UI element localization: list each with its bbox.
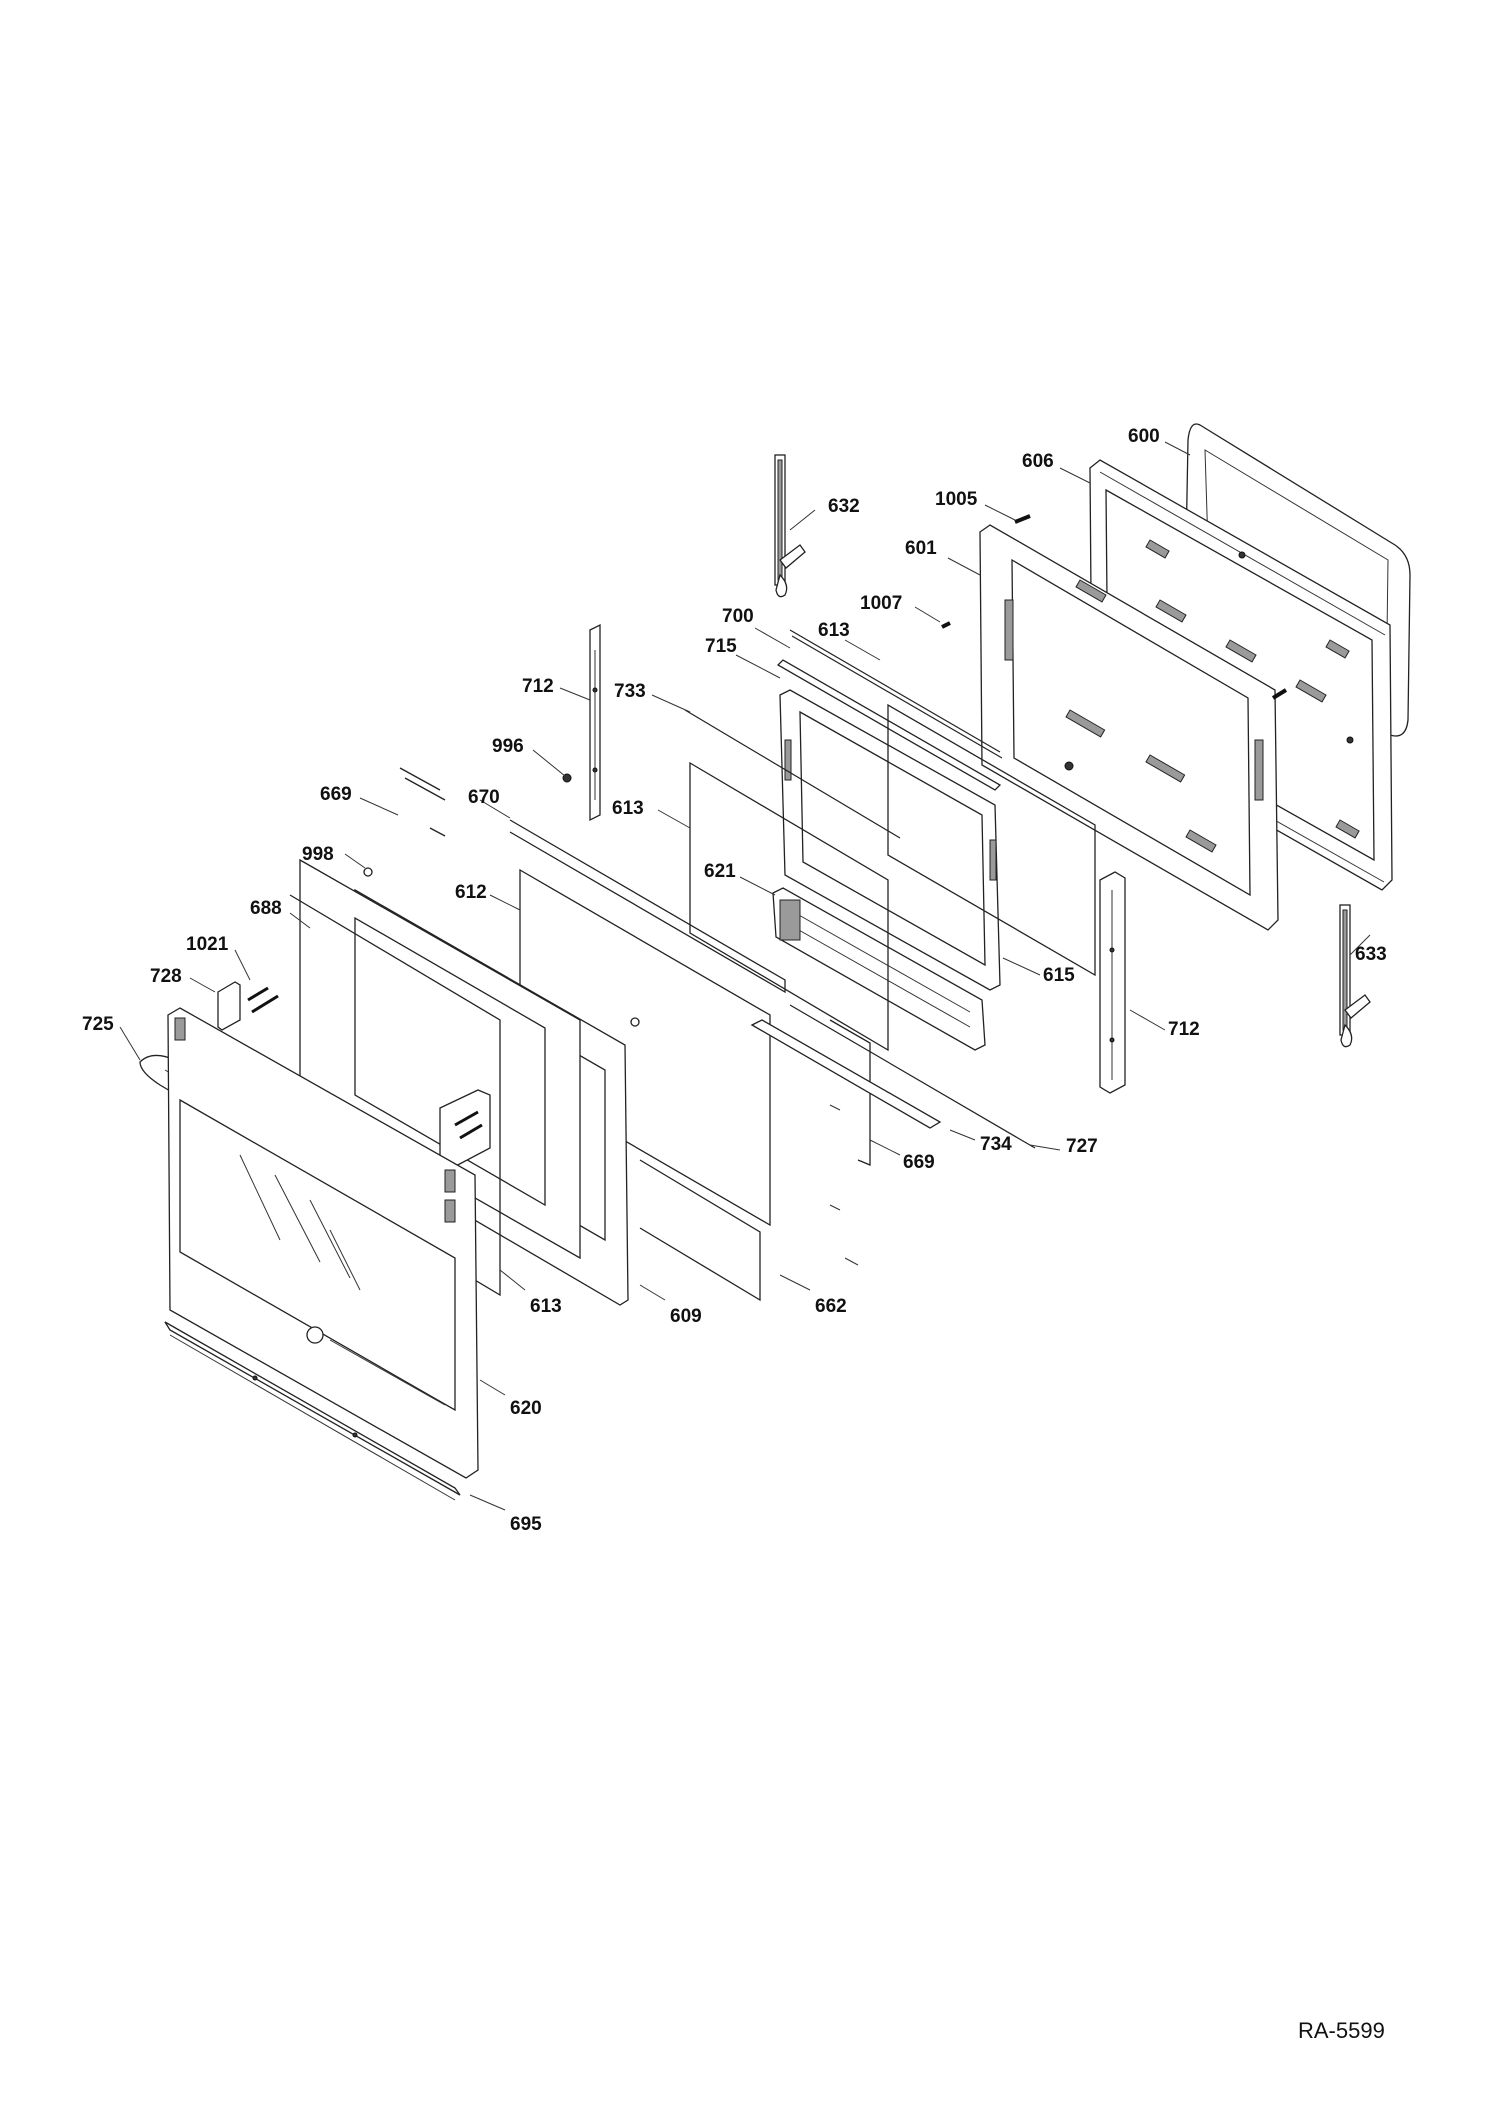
part-1005-screw xyxy=(1014,514,1031,524)
callout-998: 998 xyxy=(302,844,334,865)
callout-669-a: 669 xyxy=(320,784,352,805)
part-700-rod xyxy=(789,629,1003,759)
leader-lines xyxy=(119,441,1371,1511)
callout-996: 996 xyxy=(492,736,524,757)
callout-700: 700 xyxy=(722,606,754,627)
callout-1021: 1021 xyxy=(186,934,229,955)
drawing-code: RA-5599 xyxy=(1298,2018,1385,2043)
callout-621: 621 xyxy=(704,861,736,882)
part-727-rod xyxy=(789,1004,1036,1149)
part-688-insulation xyxy=(299,858,581,1260)
part-733-rod xyxy=(684,709,901,839)
part-712-channel-left xyxy=(589,623,601,822)
part-633-hinge xyxy=(1339,904,1371,1048)
callout-1005: 1005 xyxy=(935,489,978,510)
part-715-strip xyxy=(776,659,1002,791)
callout-633: 633 xyxy=(1355,944,1387,965)
callout-669-b: 669 xyxy=(903,1152,935,1173)
part-613-glass-back xyxy=(887,703,1096,977)
callout-733: 733 xyxy=(614,681,646,702)
callout-715: 715 xyxy=(705,636,737,657)
callout-712-b: 712 xyxy=(1168,1019,1200,1040)
callout-606: 606 xyxy=(1022,451,1054,472)
part-998-screw xyxy=(363,867,640,1027)
part-734-rod xyxy=(750,1019,942,1129)
part-662-strip xyxy=(639,1159,761,1302)
callout-727: 727 xyxy=(1066,1136,1098,1157)
part-669-spacer-bottom xyxy=(829,1019,871,1266)
callout-601: 601 xyxy=(905,538,937,559)
callout-620: 620 xyxy=(510,1398,542,1419)
part-601-inner-frame xyxy=(979,524,1279,931)
part-620-outer-door xyxy=(167,1007,479,1479)
callout-695: 695 xyxy=(510,1514,542,1535)
part-1021-screws xyxy=(247,986,279,1014)
callout-728: 728 xyxy=(150,966,182,987)
part-670-strip xyxy=(509,819,786,994)
part-632-hinge xyxy=(774,454,806,598)
callout-734: 734 xyxy=(980,1134,1012,1155)
callout-712-a: 712 xyxy=(522,676,554,697)
callout-632: 632 xyxy=(828,496,860,517)
callout-670: 670 xyxy=(468,787,500,808)
part-1007-screw xyxy=(941,621,1288,700)
part-613-glass-mid xyxy=(689,761,889,1052)
callout-688: 688 xyxy=(250,898,282,919)
callout-613-c: 613 xyxy=(530,1296,562,1317)
part-695-bottom-trim xyxy=(164,1321,461,1501)
callout-609: 609 xyxy=(670,1306,702,1327)
part-621-bracket xyxy=(439,1089,491,1169)
part-669-spacer-top xyxy=(399,767,446,837)
callout-1007: 1007 xyxy=(860,593,902,614)
callout-613-b: 613 xyxy=(612,798,644,819)
part-728-bracket xyxy=(217,981,241,1031)
part-712-channel-right xyxy=(1099,871,1126,1094)
part-615-inner-panel xyxy=(772,689,1001,1051)
callout-662: 662 xyxy=(815,1296,847,1317)
callout-612: 612 xyxy=(455,882,487,903)
callout-615: 615 xyxy=(1043,965,1075,986)
callout-725: 725 xyxy=(82,1014,114,1035)
callout-613-a: 613 xyxy=(818,620,850,641)
callout-labels: 600 606 1005 632 601 1007 700 613 715 71… xyxy=(82,426,1387,1535)
callout-600: 600 xyxy=(1128,426,1160,447)
